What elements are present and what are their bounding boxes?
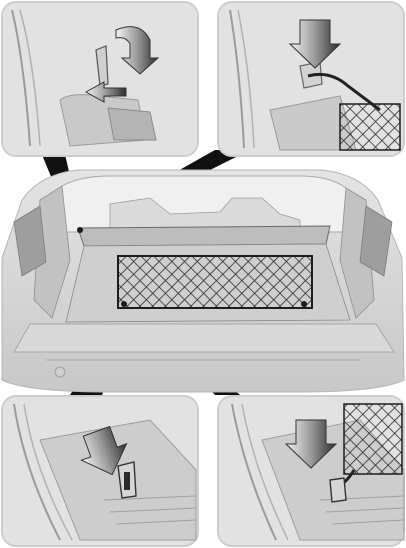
detail-panel-top-left bbox=[2, 2, 198, 156]
detail-panel-top-right bbox=[218, 2, 404, 156]
vehicle-rear-view bbox=[2, 170, 404, 392]
detail-panel-bottom-left bbox=[2, 396, 198, 546]
detail-panel-bottom-right bbox=[218, 396, 404, 546]
